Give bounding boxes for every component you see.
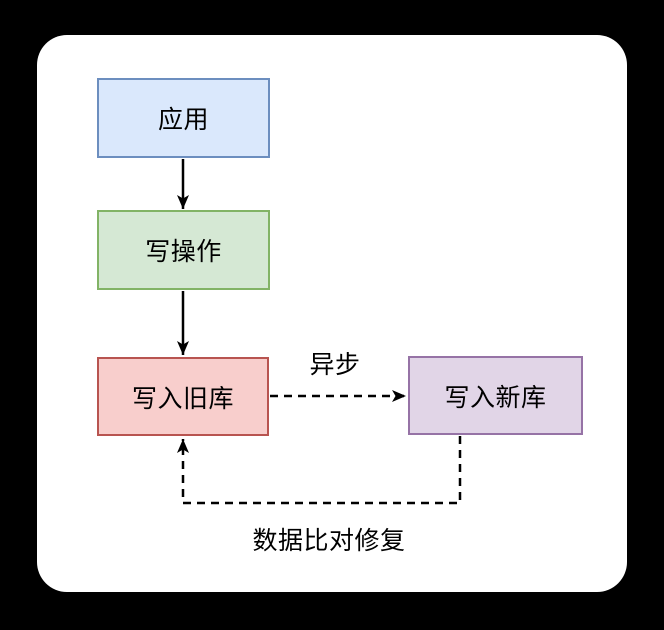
edge-label-data-compare-repair: 数据比对修复: [252, 527, 406, 555]
node-write-operation-label: 写操作: [145, 238, 222, 266]
node-write-new-db: 写入新库: [408, 356, 583, 435]
node-app-label: 应用: [157, 106, 209, 134]
node-write-old-db: 写入旧库: [97, 357, 269, 436]
node-app: 应用: [97, 78, 270, 158]
node-write-operation: 写操作: [97, 210, 270, 290]
node-write-new-db-label: 写入新库: [444, 383, 547, 412]
node-write-old-db-label: 写入旧库: [131, 384, 234, 413]
edge-label-async: 异步: [309, 351, 361, 379]
